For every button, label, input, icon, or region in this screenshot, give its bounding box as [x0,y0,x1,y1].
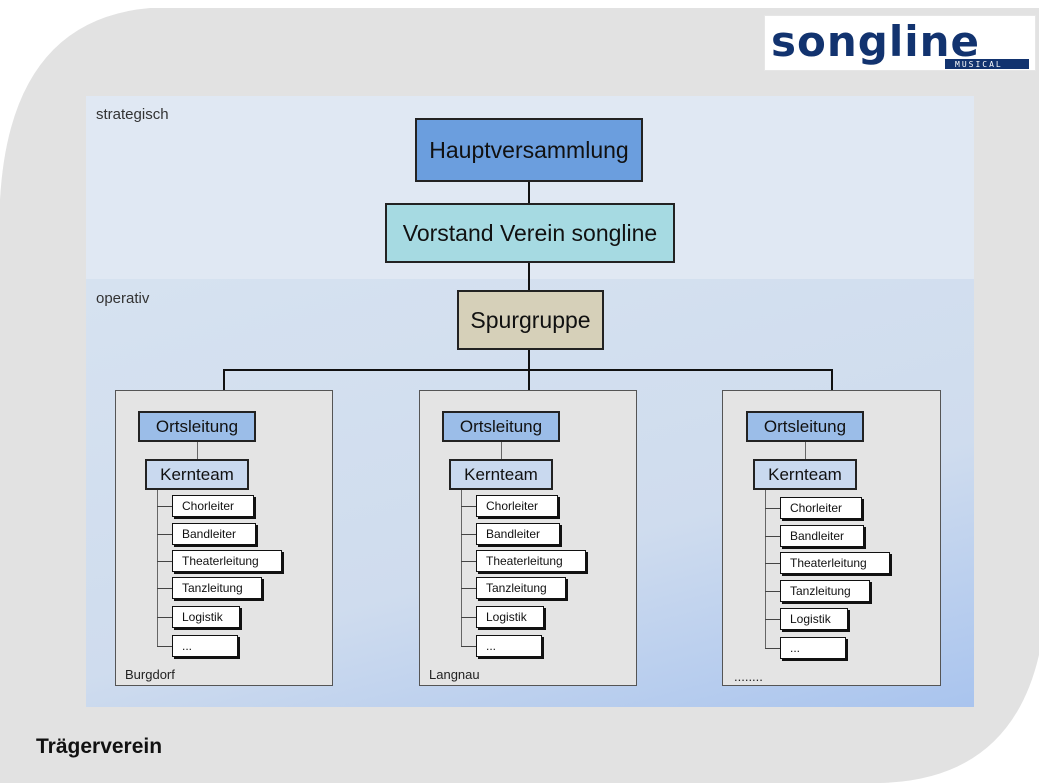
role-box: Chorleiter [172,495,254,517]
role-box: Bandleiter [780,525,864,547]
connector-steering-down [528,350,530,370]
location-box-other: Ortsleitung Kernteam Chorleiter Bandleit… [722,390,941,686]
role-box: Theaterleitung [476,550,586,572]
location-name: Langnau [429,667,480,682]
footer-title: Trägerverein [36,735,163,758]
core-team-node: Kernteam [145,459,249,490]
role-branch [461,561,476,562]
location-connector [805,442,806,459]
role-branch [765,619,780,620]
connector-horizontal [223,369,832,371]
svg-text:songline: songline [771,17,980,66]
location-lead-node: Ortsleitung [442,411,560,442]
role-branch [461,588,476,589]
operative-label: operativ [96,290,150,307]
location-connector [501,442,502,459]
role-branch [461,506,476,507]
steering-group-node: Spurgruppe [457,290,604,350]
role-branch [461,617,476,618]
location-name: Burgdorf [125,667,175,682]
connector-drop-2 [528,369,530,390]
role-box: Chorleiter [476,495,558,517]
role-branch [461,534,476,535]
role-box: Bandleiter [172,523,256,545]
role-branch [765,648,780,649]
connector-board-steering [528,263,530,290]
location-name: ........ [734,669,763,684]
role-branch [765,536,780,537]
role-box: Theaterleitung [780,552,890,574]
role-branch [765,563,780,564]
role-branch [157,561,172,562]
role-box: ... [172,635,238,657]
location-connector [197,442,198,459]
role-box: ... [476,635,542,657]
connector-top-board [528,182,530,203]
core-team-node: Kernteam [753,459,857,490]
connector-drop-3 [831,369,833,390]
roles-connector [765,490,766,648]
location-box-burgdorf: Ortsleitung Kernteam Chorleiter Bandleit… [115,390,333,686]
role-branch [157,534,172,535]
roles-connector [157,490,158,646]
role-box: Logistik [172,606,240,628]
board-node: Vorstand Verein songline [385,203,675,263]
role-box: Logistik [780,608,848,630]
role-box: Logistik [476,606,544,628]
role-box: Chorleiter [780,497,862,519]
role-box: Tanzleitung [476,577,566,599]
role-box: Theaterleitung [172,550,282,572]
roles-connector [461,490,462,646]
core-team-node: Kernteam [449,459,553,490]
role-branch [765,508,780,509]
role-branch [765,591,780,592]
role-branch [157,588,172,589]
songline-logo: songline MUSICAL [764,15,1036,71]
location-box-langnau: Ortsleitung Kernteam Chorleiter Bandleit… [419,390,637,686]
role-box: ... [780,637,846,659]
role-branch [157,646,172,647]
role-box: Bandleiter [476,523,560,545]
general-assembly-node: Hauptversammlung [415,118,643,182]
location-lead-node: Ortsleitung [138,411,256,442]
role-branch [157,506,172,507]
role-box: Tanzleitung [780,580,870,602]
svg-text:MUSICAL: MUSICAL [955,60,1003,69]
location-lead-node: Ortsleitung [746,411,864,442]
role-box: Tanzleitung [172,577,262,599]
role-branch [157,617,172,618]
role-branch [461,646,476,647]
strategic-label: strategisch [96,106,169,123]
connector-drop-1 [223,369,225,390]
